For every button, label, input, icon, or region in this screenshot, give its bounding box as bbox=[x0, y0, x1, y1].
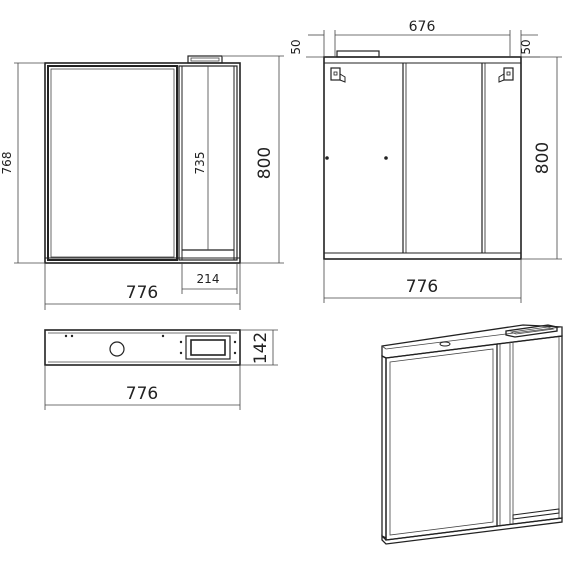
back-top-light bbox=[336, 50, 380, 58]
right-hanging-bracket-icon bbox=[498, 67, 514, 83]
fastener-dot-center bbox=[384, 156, 388, 160]
iso-cable-hole-icon bbox=[439, 341, 451, 347]
top-light-fixture bbox=[187, 55, 223, 64]
dim-768-label: 768 bbox=[0, 152, 14, 175]
front-cabinet-outline bbox=[44, 62, 241, 264]
top-view: 142 776 bbox=[44, 329, 278, 410]
back-view: 676 50 50 800 776 bbox=[289, 19, 562, 303]
iso-shelf-bottom bbox=[512, 508, 560, 520]
iso-bottom-board bbox=[381, 517, 563, 545]
dim-776-top-label: 776 bbox=[126, 384, 158, 404]
front-view: 768 800 735 214 776 bbox=[0, 55, 284, 310]
dim-676-label: 676 bbox=[409, 19, 436, 35]
dim-800-back-label: 800 bbox=[533, 142, 553, 174]
fastener-dot-left bbox=[325, 156, 329, 160]
isometric-view bbox=[381, 324, 563, 545]
dim-776-back-label: 776 bbox=[406, 277, 438, 297]
iso-top-light bbox=[505, 324, 558, 338]
dim-776-front-label: 776 bbox=[126, 283, 158, 303]
dim-142-label: 142 bbox=[251, 332, 271, 364]
back-cabinet-outline bbox=[323, 56, 522, 260]
iso-mirror-door bbox=[385, 343, 498, 541]
dim-735-label: 735 bbox=[193, 152, 207, 175]
dim-50-right-label: 50 bbox=[519, 39, 533, 54]
dim-214-label: 214 bbox=[197, 272, 220, 286]
dim-50-left-label: 50 bbox=[289, 39, 303, 54]
top-light-housing bbox=[185, 335, 231, 360]
iso-top-board bbox=[381, 324, 563, 359]
left-hanging-bracket-icon bbox=[330, 67, 346, 83]
mirror-door-inner bbox=[50, 68, 175, 258]
top-light-inner bbox=[190, 57, 220, 62]
top-cable-hole-icon bbox=[109, 341, 125, 357]
dim-800-label: 800 bbox=[255, 147, 275, 179]
top-light-inner-box bbox=[190, 339, 226, 356]
top-view-outline bbox=[44, 329, 241, 366]
iso-shelf-section bbox=[496, 335, 563, 527]
mirror-door bbox=[47, 65, 178, 261]
